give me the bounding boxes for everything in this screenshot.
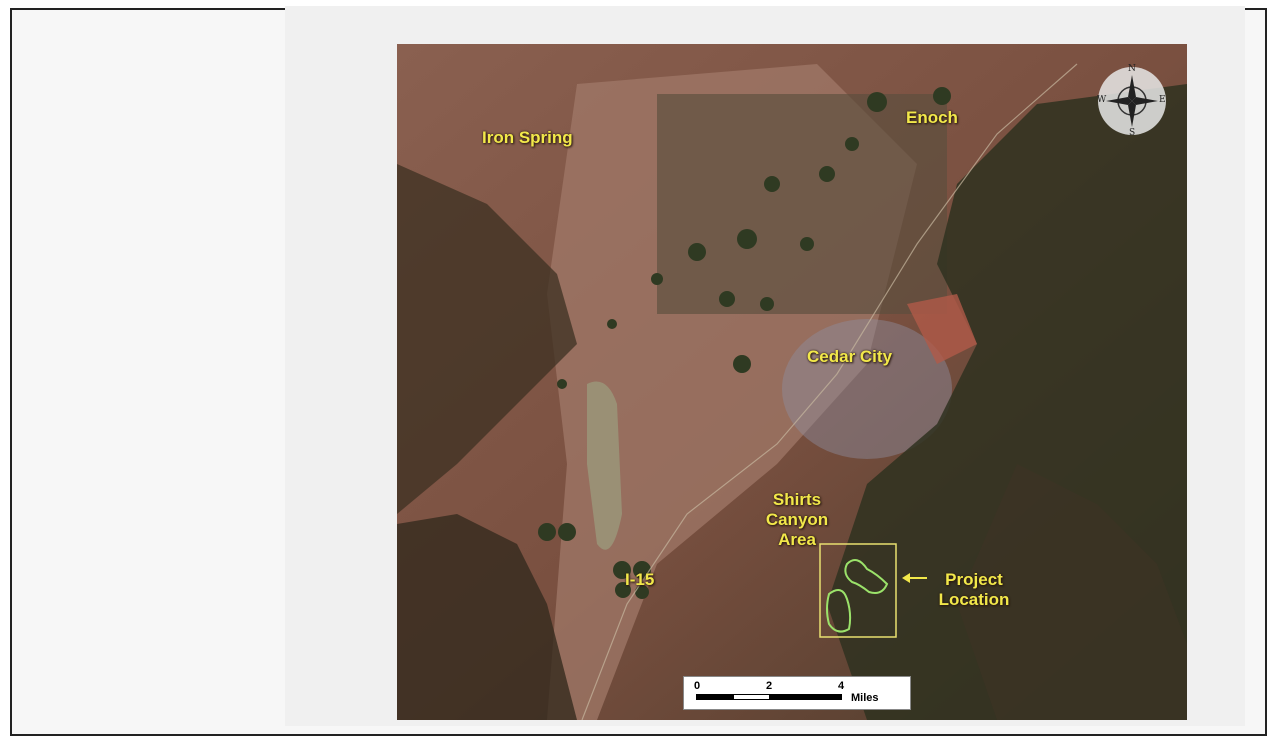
label-shirts-canyon-area: Shirts Canyon Area xyxy=(765,490,829,549)
satellite-map: Iron Spring Enoch Cedar City Shirts Cany… xyxy=(397,44,1187,720)
terrain-layer xyxy=(397,44,1187,720)
label-project-location: Project Location xyxy=(938,570,1010,609)
scale-bar: 0 2 4 Miles xyxy=(683,676,911,710)
label-cedar-city: Cedar City xyxy=(807,347,893,366)
project-arrow-icon xyxy=(902,573,910,583)
scale-tick-4: 4 xyxy=(838,680,845,692)
project-location-box xyxy=(819,543,897,638)
compass-east: E xyxy=(1159,95,1166,105)
scale-tick-0: 0 xyxy=(694,680,701,692)
scale-tick-2: 2 xyxy=(766,680,773,692)
scale-segment-1 xyxy=(696,694,733,700)
scale-segment-3 xyxy=(770,694,842,700)
label-iron-spring: Iron Spring xyxy=(482,128,573,147)
project-boundary-south xyxy=(826,589,852,633)
label-enoch: Enoch xyxy=(906,108,958,127)
project-boundary-north xyxy=(844,559,889,594)
compass-north: N xyxy=(1128,64,1136,74)
compass-south: S xyxy=(1129,128,1136,138)
compass-rose-icon: N S E W xyxy=(1089,60,1175,142)
scale-segment-2 xyxy=(733,694,770,700)
scale-units: Miles xyxy=(851,692,879,704)
compass-west: W xyxy=(1097,95,1107,105)
label-i15: I-15 xyxy=(625,570,655,589)
